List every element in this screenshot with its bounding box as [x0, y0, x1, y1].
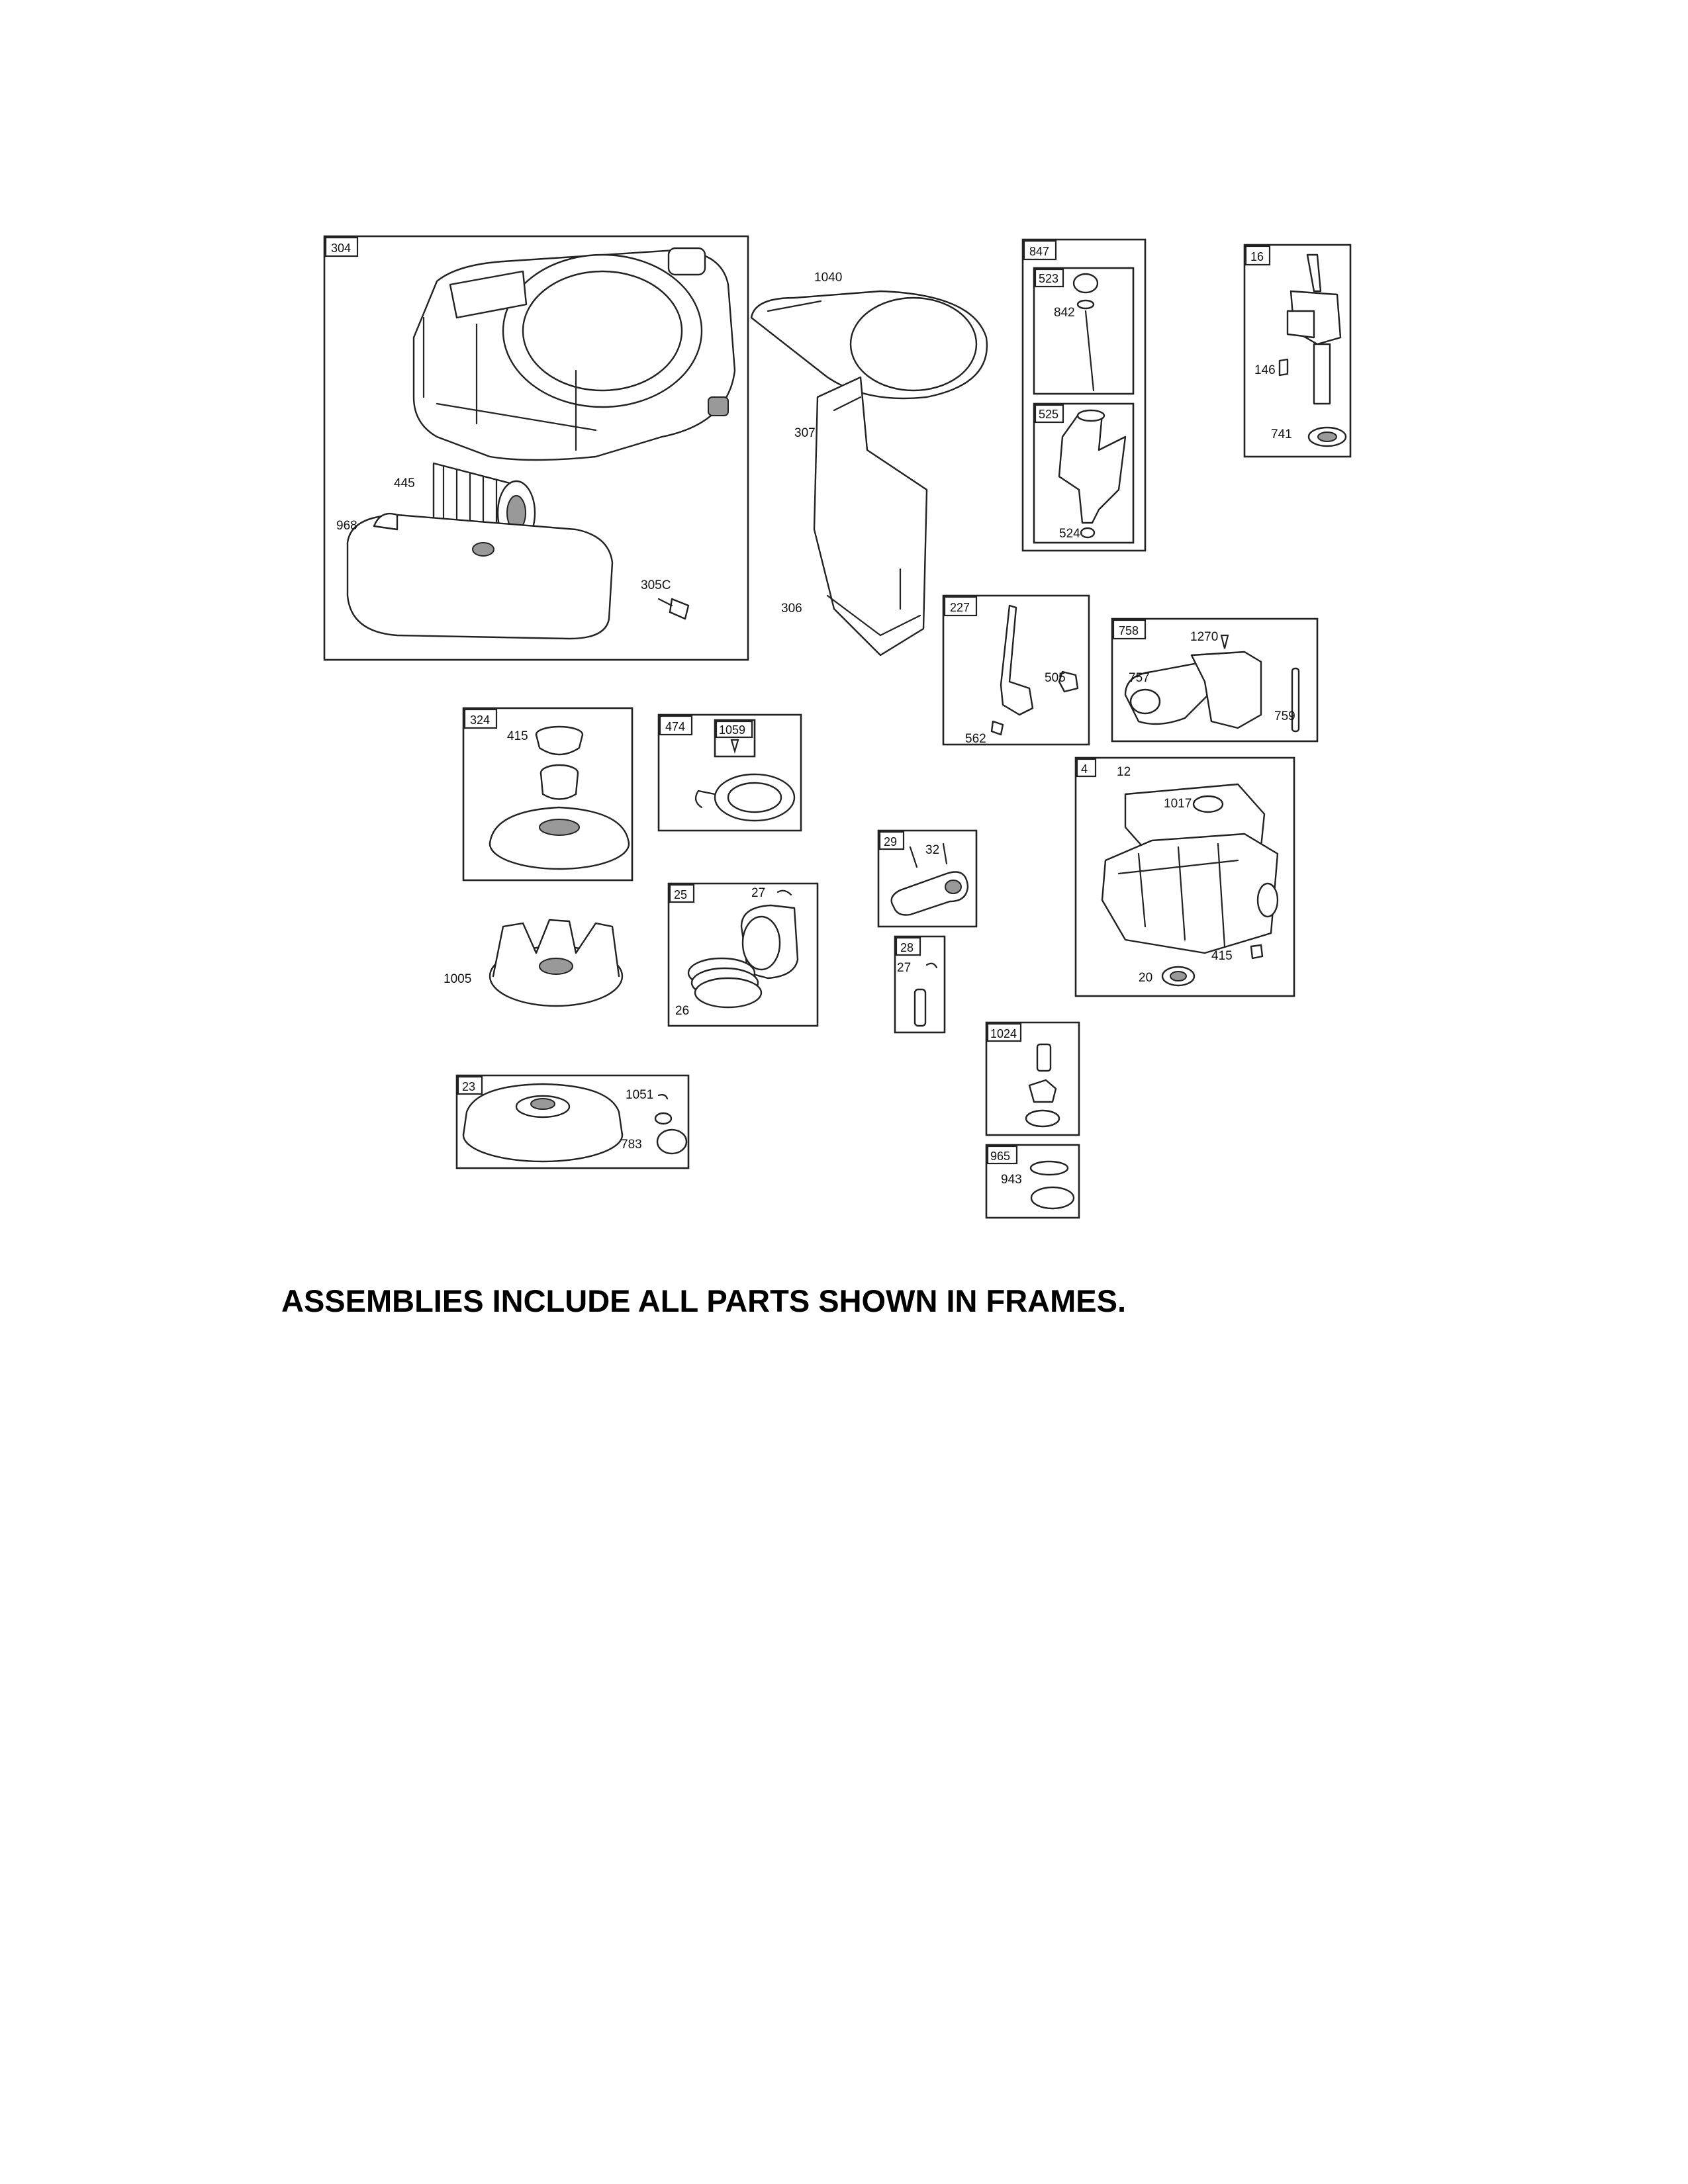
- armature-474-part: [694, 739, 796, 822]
- frame-tag-23: 23: [462, 1080, 475, 1093]
- dipstick-523-part: [1072, 273, 1099, 392]
- label-445: 445: [394, 477, 415, 490]
- label-562: 562: [965, 732, 986, 746]
- flywheel-23-part: [462, 1083, 688, 1163]
- connecting-rod-29-part: [890, 842, 969, 916]
- label-1051: 1051: [626, 1088, 653, 1102]
- frame-tag-474: 474: [665, 720, 685, 733]
- frame-tag-227: 227: [950, 601, 970, 614]
- assembly-frame-28: 28: [894, 935, 946, 1034]
- frame-tag-1059: 1059: [719, 723, 745, 737]
- label-842: 842: [1054, 306, 1075, 320]
- gasket-965-part: [1029, 1160, 1075, 1210]
- label-415-starter: 415: [507, 729, 528, 743]
- flywheel-fan-1005-part: [489, 919, 624, 1007]
- assembly-frame-29: 29: [877, 829, 978, 928]
- frame-tag-28: 28: [900, 941, 914, 954]
- frame-tag-16: 16: [1250, 250, 1264, 263]
- assembly-frame-847: 847 523 525: [1021, 238, 1147, 552]
- assembly-frame-304: 304: [323, 235, 749, 661]
- assemblies-note: ASSEMBLIES INCLUDE ALL PARTS SHOWN IN FR…: [281, 1283, 1126, 1318]
- frame-tag-324: 324: [470, 713, 490, 727]
- shield-306-part: [813, 376, 928, 657]
- assembly-frame-4: 4: [1074, 756, 1295, 997]
- starter-cup-324-part: [489, 725, 630, 870]
- frame-tag-847: 847: [1029, 245, 1049, 258]
- assembly-frame-474: 474 1059: [657, 713, 802, 832]
- assembly-frame-965: 965: [985, 1144, 1080, 1219]
- frame-tag-525: 525: [1039, 408, 1058, 421]
- dipstick-tube-525-part: [1058, 409, 1127, 539]
- label-305c: 305C: [641, 578, 671, 592]
- frame-tag-304: 304: [331, 242, 351, 255]
- frame-tag-4: 4: [1081, 762, 1088, 776]
- label-415-sump: 415: [1211, 949, 1233, 963]
- screw-305c-part: [657, 598, 690, 620]
- assembly-frame-16: 16: [1243, 244, 1352, 458]
- label-32: 32: [925, 843, 939, 857]
- governor-758-part: [1124, 634, 1300, 733]
- label-943: 943: [1001, 1173, 1022, 1187]
- label-759: 759: [1274, 709, 1295, 723]
- assembly-frame-227: 227: [942, 594, 1090, 746]
- piston-pin-28-part: [914, 962, 938, 1027]
- part-callouts: 1040 307 445 968 305C 306 842 524 146 74…: [336, 271, 1295, 1187]
- label-968: 968: [336, 519, 357, 533]
- label-741: 741: [1271, 428, 1292, 441]
- assembly-frame-758: 758: [1111, 617, 1319, 743]
- label-1040: 1040: [814, 271, 842, 285]
- label-783: 783: [621, 1138, 642, 1152]
- valve-set-1024-part: [1025, 1043, 1060, 1128]
- air-cleaner-cover-part: [346, 512, 614, 640]
- label-1270: 1270: [1190, 630, 1218, 644]
- label-1017: 1017: [1164, 797, 1192, 811]
- governor-lever-227-part: [990, 604, 1079, 736]
- frame-tag-1024: 1024: [990, 1027, 1017, 1040]
- blower-housing-part: [412, 247, 736, 461]
- label-26: 26: [675, 1004, 689, 1018]
- frame-tag-523: 523: [1039, 272, 1058, 285]
- label-306: 306: [781, 602, 802, 615]
- piston-25-part: [687, 889, 799, 1009]
- frame-tag-965: 965: [990, 1150, 1010, 1163]
- assembly-frame-1024: 1024: [985, 1021, 1080, 1136]
- label-20: 20: [1139, 971, 1152, 985]
- assembly-frame-23: 23: [455, 1074, 690, 1169]
- frame-tag-25: 25: [674, 888, 687, 901]
- label-146: 146: [1254, 363, 1276, 377]
- label-505: 505: [1045, 671, 1066, 685]
- label-12: 12: [1117, 765, 1131, 779]
- label-1005: 1005: [444, 972, 471, 986]
- air-guide-1040-part: [750, 290, 988, 400]
- sump-4-part: [1101, 783, 1279, 987]
- crankshaft-16-part: [1278, 253, 1347, 447]
- label-757: 757: [1129, 671, 1150, 685]
- frame-tag-758: 758: [1119, 624, 1139, 637]
- label-307: 307: [794, 426, 816, 440]
- label-27-piston: 27: [751, 886, 765, 900]
- label-27-pin: 27: [897, 961, 911, 975]
- assembly-frame-25: 25: [667, 882, 819, 1027]
- label-524: 524: [1059, 527, 1080, 541]
- frame-tag-29: 29: [884, 835, 897, 848]
- assembly-frame-324: 324: [462, 707, 633, 882]
